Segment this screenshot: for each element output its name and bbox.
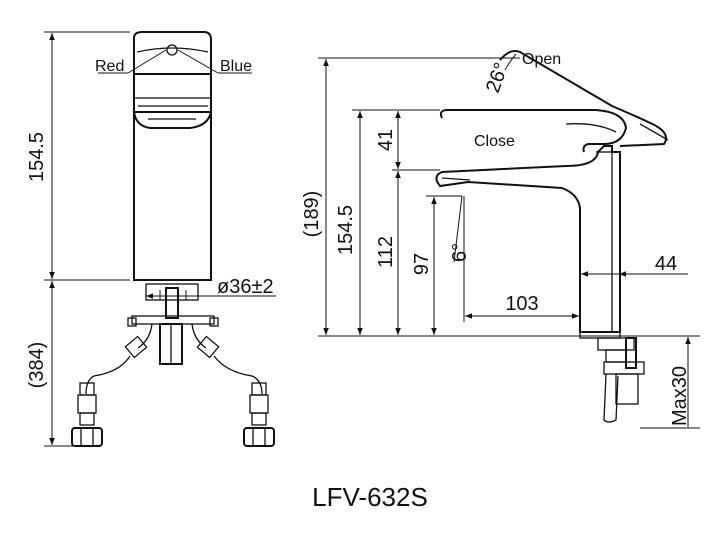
front-view: Red Blue 154.5 (384) ø36±2 (26, 31, 276, 447)
shank-lower (605, 349, 627, 363)
side-height-dim: 154.5 (335, 205, 357, 255)
lever-head (133, 31, 212, 75)
counter-thickness-dim: Max30 (669, 366, 691, 426)
spout-outlet (132, 111, 213, 129)
under-counter-dim: (384) (26, 342, 48, 389)
connector-left-mid (79, 412, 95, 426)
outlet-height-dim: 97 (411, 253, 433, 275)
lever-open-tip (639, 123, 669, 141)
plate-tab-left (127, 317, 137, 327)
hose-right-upper (191, 323, 207, 349)
side-view: Open Close 26° 6° (189) 154.5 41 (301, 50, 700, 429)
hose-ferrule-left (124, 335, 148, 359)
red-leader-diag (127, 49, 167, 74)
hose-left-upper (137, 323, 153, 349)
spout-angle-line (453, 195, 463, 263)
open-label: Open (522, 51, 561, 68)
faucet-body (133, 74, 212, 281)
lever-angle-arc (504, 53, 517, 71)
hose-left (85, 355, 131, 395)
model-number: LFV-632S (312, 482, 428, 512)
color-indicator-dot (166, 44, 178, 56)
blue-label: Blue (220, 58, 252, 75)
mounting-shank (145, 283, 199, 301)
lever-open (499, 50, 667, 147)
total-height-dim: (189) (301, 191, 323, 238)
side-washer (603, 361, 645, 375)
side-threaded-rod (625, 337, 637, 369)
hose-ferrule-right (196, 335, 220, 359)
hole-diameter-dim: ø36±2 (217, 276, 274, 298)
connector-right-top (251, 382, 267, 396)
hose-right (213, 355, 263, 395)
connector-left-nut (71, 427, 103, 447)
red-label: Red (95, 58, 124, 75)
side-nut (615, 373, 639, 405)
lever-inner-edge (565, 123, 617, 133)
lever-closed (439, 109, 628, 153)
outlet-line (441, 177, 471, 181)
connector-right-mid (251, 412, 267, 426)
close-label: Close (474, 133, 515, 150)
side-hose (603, 373, 619, 423)
lever-top-edge (136, 47, 209, 53)
connector-right-nut (243, 427, 275, 447)
body-depth-dim: 44 (655, 253, 677, 275)
plate-tab-right (209, 317, 219, 327)
spout-height-dim: 112 (375, 236, 397, 268)
spout-body (435, 145, 621, 333)
reach-dim: 103 (505, 293, 538, 315)
lever-height-dim: 41 (375, 129, 397, 151)
connector-left-body (77, 394, 97, 414)
spout-angle: 6° (449, 243, 471, 262)
connector-right-body (249, 394, 269, 414)
blue-leader-diag (177, 49, 219, 74)
shank-collar (597, 337, 635, 351)
front-height-dim: 154.5 (26, 132, 48, 182)
threaded-rod (165, 287, 179, 319)
